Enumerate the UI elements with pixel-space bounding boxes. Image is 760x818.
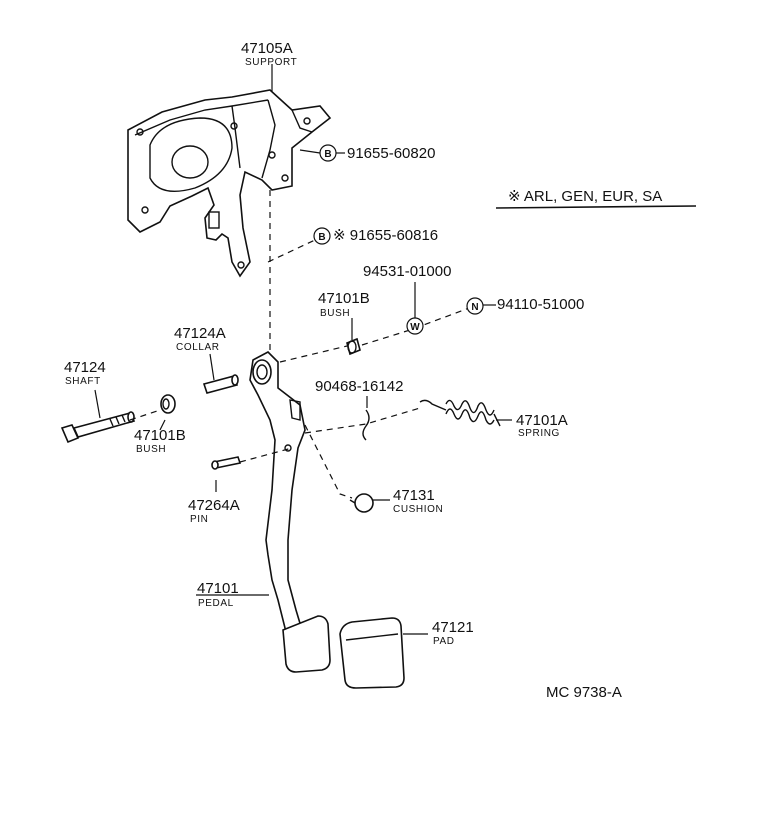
marker-b2-text: B bbox=[318, 232, 325, 243]
region-note: ※ ARL, GEN, EUR, SA bbox=[508, 188, 662, 205]
bush-lower-number: 47101B bbox=[134, 427, 186, 444]
pin-name: PIN bbox=[190, 514, 208, 525]
cushion-number: 47131 bbox=[393, 487, 435, 504]
spring-name: SPRING bbox=[518, 428, 560, 439]
bush-upper-number: 47101B bbox=[318, 290, 370, 307]
collar-drawing bbox=[202, 374, 239, 394]
support-name: SUPPORT bbox=[245, 57, 297, 68]
upper-bush-drawing bbox=[346, 337, 361, 356]
shaft-number: 47124 bbox=[64, 359, 106, 376]
support-bracket-drawing bbox=[127, 89, 332, 278]
washer-number: 94531-01000 bbox=[363, 263, 451, 280]
shaft-drawing bbox=[60, 411, 136, 444]
spring-number: 47101A bbox=[516, 412, 568, 429]
marker-b2: B bbox=[313, 227, 331, 245]
bush-lower-name: BUSH bbox=[136, 444, 166, 455]
pad-number: 47121 bbox=[432, 619, 474, 636]
collar-name: COLLAR bbox=[176, 342, 220, 353]
marker-w: W bbox=[406, 317, 424, 335]
pin-number: 47264A bbox=[188, 497, 240, 514]
pedal-pad-mounted-drawing bbox=[282, 615, 331, 673]
marker-w-text: W bbox=[410, 322, 420, 333]
bolt-b2-number: ※ 91655-60816 bbox=[333, 227, 438, 244]
bolt-b1-number: 91655-60820 bbox=[347, 145, 435, 162]
bush-upper-name: BUSH bbox=[320, 308, 350, 319]
leader-lines bbox=[94, 64, 697, 635]
marker-n: N bbox=[466, 297, 484, 315]
pin-drawing bbox=[211, 456, 242, 470]
pedal-drawing bbox=[249, 351, 306, 633]
collar-number: 47124A bbox=[174, 325, 226, 342]
shaft-name: SHAFT bbox=[65, 376, 101, 387]
cushion-drawing bbox=[349, 493, 374, 513]
pad-name: PAD bbox=[433, 636, 455, 647]
lower-bush-drawing bbox=[160, 394, 176, 414]
pedal-number: 47101 bbox=[197, 580, 239, 597]
clip-number: 90468-16142 bbox=[315, 378, 403, 395]
diagram-code: MC 9738-A bbox=[546, 684, 622, 701]
marker-b1: B bbox=[319, 144, 337, 162]
support-number: 47105A bbox=[241, 40, 293, 57]
marker-n-text: N bbox=[471, 302, 478, 313]
spring-drawing bbox=[419, 399, 501, 427]
nut-number: 94110-51000 bbox=[497, 296, 584, 313]
marker-b1-text: B bbox=[324, 149, 331, 160]
pedal-name: PEDAL bbox=[198, 598, 234, 609]
pad-drawing bbox=[339, 617, 405, 689]
clip-drawing bbox=[362, 409, 370, 441]
assembly-lines bbox=[129, 190, 473, 499]
cushion-name: CUSHION bbox=[393, 504, 443, 515]
